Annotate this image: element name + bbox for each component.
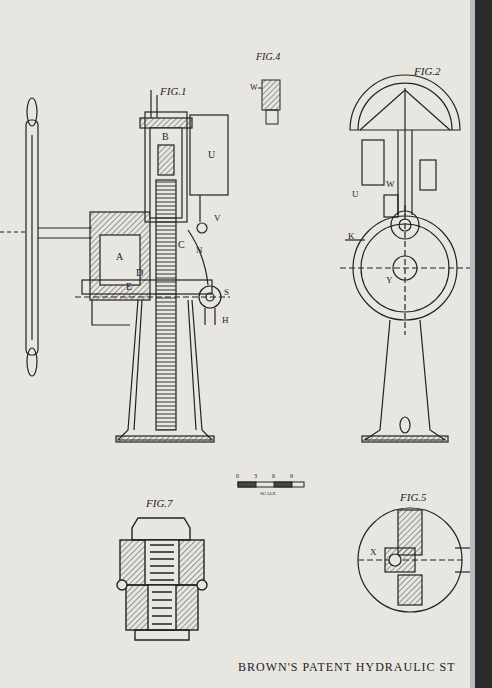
figure-title: FIG.5 (400, 492, 427, 503)
figure-title: FIG.7 (146, 498, 173, 509)
fig4-valve (258, 80, 280, 124)
figure-title: FIG.1 (160, 86, 187, 97)
part-letter: X (370, 548, 377, 557)
part-letter: U (208, 150, 215, 160)
caption: BROWN'S PATENT HYDRAULIC ST (238, 661, 456, 673)
part-letter: H (222, 316, 229, 325)
part-letter: U (352, 190, 359, 199)
part-letter: D (136, 268, 143, 278)
scale-text: 6 (272, 473, 275, 479)
page-edge (474, 0, 492, 688)
scale-bar (238, 482, 304, 487)
part-letter: W (250, 84, 258, 92)
scale-text: 0 (236, 473, 239, 479)
part-letter: V (214, 214, 221, 223)
part-letter: E (126, 282, 132, 292)
fig1-elevation (0, 90, 230, 442)
part-letter: W (386, 180, 395, 189)
scale-text: 9 (290, 473, 293, 479)
part-letter: Y (386, 276, 393, 285)
part-letter: C (178, 240, 185, 250)
fig2-side-view (340, 75, 470, 442)
fig7-union (117, 518, 207, 640)
scale-text: 3 (254, 473, 257, 479)
part-letter: N (196, 246, 203, 255)
part-letter: B (162, 132, 169, 142)
figure-title: FIG.4 (256, 52, 280, 62)
scale-text: SCALE (260, 491, 276, 496)
part-letter: A (116, 252, 123, 262)
part-letter: S (224, 288, 229, 297)
part-letter: K (348, 232, 355, 241)
page-fold (470, 0, 475, 688)
fig5-section (358, 508, 470, 612)
figure-title: FIG.2 (414, 66, 441, 77)
